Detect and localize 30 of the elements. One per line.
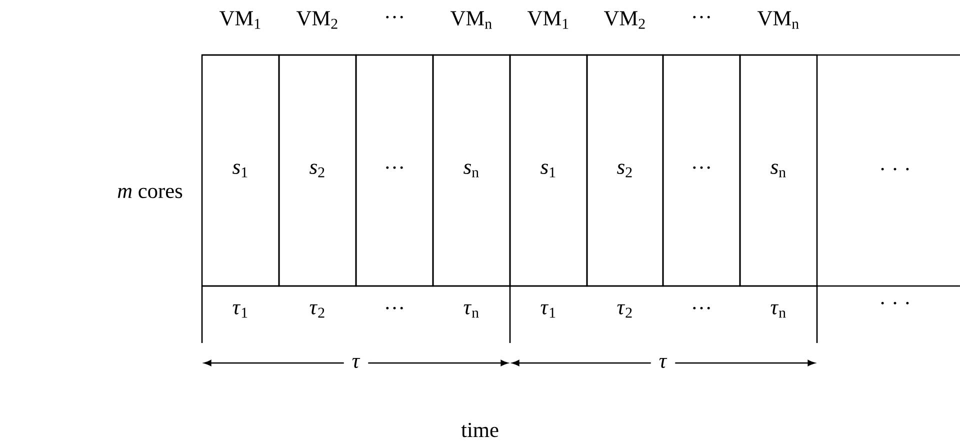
vm-label: ··· [386, 16, 403, 18]
slot-length-label: ··· [386, 306, 403, 310]
slot-box: s$_{n}$ [739, 54, 818, 287]
slot-box: s$_{1}$ [201, 54, 280, 287]
vm-label: VM$_{n}$ [757, 11, 799, 29]
slot-length-label: τ$_{n}$ [770, 304, 786, 318]
slot-length-label: τ$_{2}$ [617, 304, 632, 318]
slot-box: s$_{2}$ [586, 54, 664, 287]
vm-label: VM$_{2}$ [604, 11, 645, 29]
slot-length-label: τ$_{1}$ [540, 304, 556, 318]
axis-label: m cores [118, 188, 182, 198]
ellipsis: · · · [881, 168, 909, 170]
slot-box: ··· [662, 54, 741, 287]
vm-label: VM$_{n}$ [450, 11, 492, 29]
dimension-label: τ [650, 350, 676, 376]
axis-label: time [461, 422, 498, 438]
slot-length-label: τ$_{2}$ [310, 304, 324, 318]
slot-box: s$_{n}$ [432, 54, 511, 287]
slot-box: s$_{2}$ [278, 54, 357, 287]
dimension-label: τ [344, 350, 368, 376]
slot-length-label: τ$_{1}$ [232, 304, 248, 318]
slot-length-label: τ$_{n}$ [464, 304, 479, 318]
ellipsis: · · · [881, 302, 909, 304]
vm-label: ··· [693, 16, 710, 18]
slot-length-label: ··· [693, 306, 710, 310]
slot-box: s$_{1}$ [509, 54, 588, 287]
vm-label: VM$_{2}$ [296, 11, 338, 29]
vm-label: VM$_{1}$ [219, 11, 260, 29]
vm-label: VM$_{1}$ [527, 11, 568, 29]
slot-box: ··· [355, 54, 434, 287]
